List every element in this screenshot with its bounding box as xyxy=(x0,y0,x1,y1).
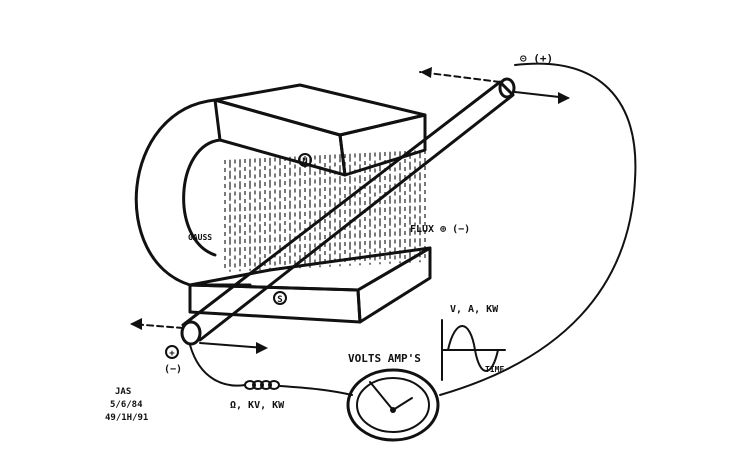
resistor-coil xyxy=(244,380,280,390)
bottom-terminal-label: (−) xyxy=(164,364,182,375)
gauss-label: GAUSS xyxy=(188,233,212,242)
meter-label: VOLTS AMP'S xyxy=(348,352,421,365)
waveform-graph xyxy=(441,319,506,381)
bottom-terminal-sign: + xyxy=(169,349,175,359)
top-terminal-label: ⊝ (+) xyxy=(520,52,553,65)
south-pole-piece xyxy=(188,246,432,324)
circuit-wire xyxy=(189,62,637,396)
flux-label: FLUX ⊕ (−) xyxy=(410,224,470,235)
north-pole-marker xyxy=(298,153,312,167)
north-pole-label: N xyxy=(302,157,307,167)
graph-x-label: TIME xyxy=(485,365,504,374)
motion-arrows xyxy=(130,67,570,354)
graph-y-label: V, A, KW xyxy=(450,304,499,315)
bottom-terminal-marker xyxy=(165,345,179,359)
signature-line-2: 5/6/84 xyxy=(110,400,143,410)
resistor-label: Ω, KV, KW xyxy=(230,400,285,411)
conductor-rod xyxy=(180,77,516,346)
volt-amp-meter xyxy=(346,368,440,442)
south-pole-marker xyxy=(273,291,287,305)
signature-line-3: 49/1H/91 xyxy=(105,413,148,423)
horseshoe-magnet-yoke xyxy=(134,98,252,287)
north-pole-piece xyxy=(213,83,427,177)
signature-line-1: JAS xyxy=(115,387,131,397)
south-pole-label: S xyxy=(277,295,282,305)
